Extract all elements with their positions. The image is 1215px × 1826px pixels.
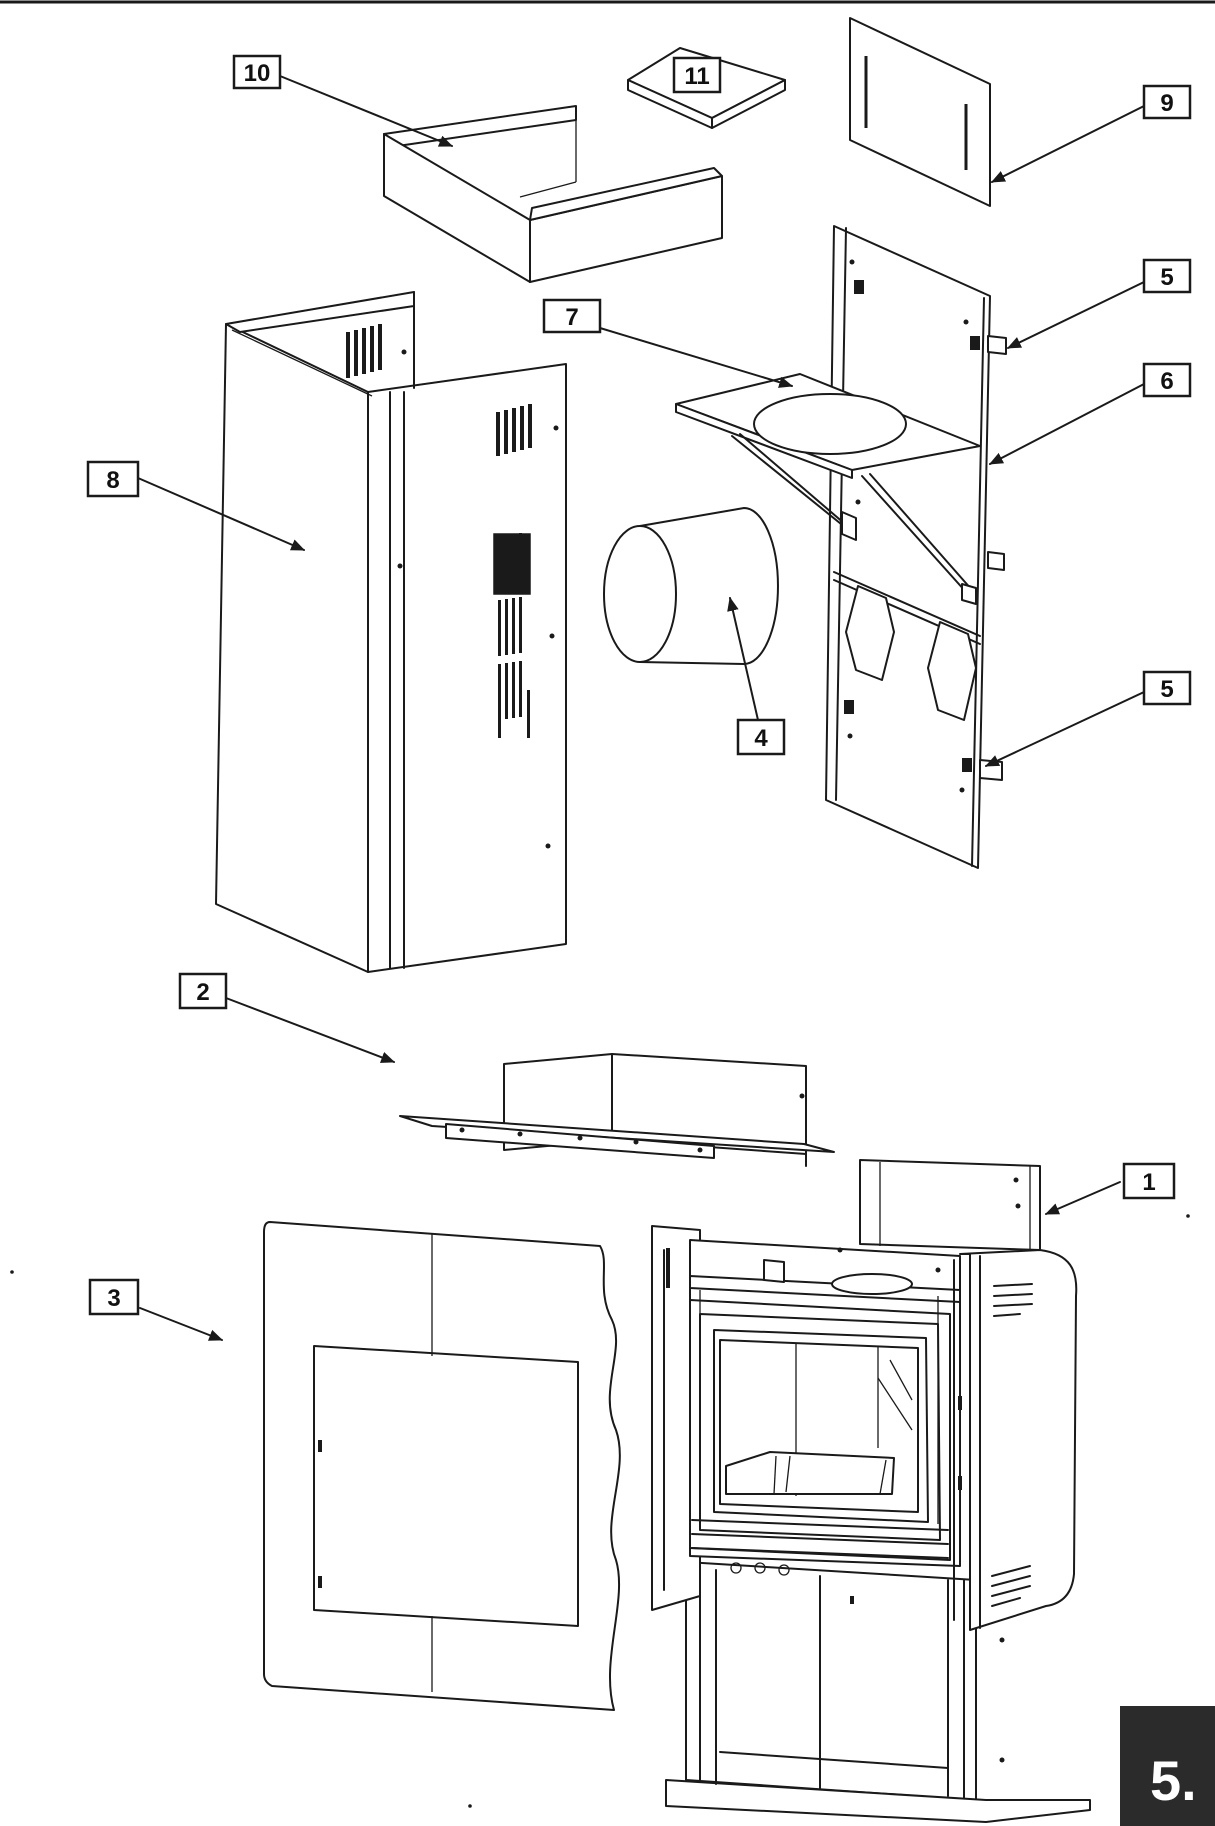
callout-label: 7 (565, 304, 578, 331)
leader-lines (137, 75, 1145, 1341)
callout-7: 7 (542, 298, 602, 334)
section-badge-bg (1120, 1706, 1215, 1826)
callout-label: 3 (107, 1285, 120, 1312)
callout-4: 4 (736, 718, 786, 756)
callout-label: 5 (1160, 676, 1173, 703)
callout-label: 6 (1160, 368, 1173, 395)
callout-6: 6 (1142, 362, 1192, 398)
part-1-fireplace-insert (651, 1159, 1091, 1823)
callout-label: 10 (244, 60, 271, 87)
part-10-top-collar (383, 105, 723, 283)
part-9-panel (849, 17, 991, 207)
part-4-flue-cylinder (603, 507, 779, 665)
part-7-flue-shelf (675, 373, 981, 605)
callout-2: 2 (178, 972, 228, 1010)
callout-label: 1 (1142, 1169, 1155, 1196)
callout-label: 8 (106, 467, 119, 494)
section-badge-text: 5. (1150, 1749, 1197, 1812)
callout-11: 11 (672, 56, 722, 94)
callout-10: 10 (232, 54, 282, 90)
callout-9: 9 (1142, 84, 1192, 120)
part-2-top-frame (399, 1053, 835, 1167)
callout-5-upper: 5 (1142, 258, 1192, 294)
section-badge: 5. (1120, 1706, 1215, 1826)
part-3-front-cladding (263, 1221, 621, 1711)
callout-3: 3 (88, 1278, 140, 1316)
part-8-chimney-hood (215, 291, 567, 973)
callout-label: 5 (1160, 264, 1173, 291)
callout-8: 8 (86, 460, 140, 498)
callout-1: 1 (1122, 1162, 1176, 1200)
callout-label: 9 (1160, 90, 1173, 117)
callout-label: 2 (196, 979, 209, 1006)
callout-label: 4 (754, 725, 768, 752)
callout-5-lower: 5 (1142, 670, 1192, 706)
part-6-back-panel (825, 225, 1007, 869)
callout-label: 11 (684, 63, 709, 90)
